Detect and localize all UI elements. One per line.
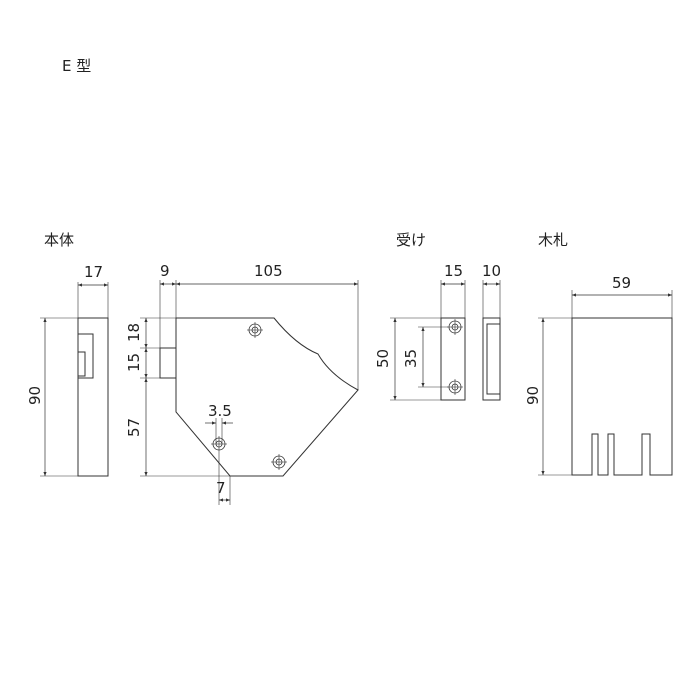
receiver-hole-top [447, 319, 463, 335]
receiver-front-view: 15 50 35 [374, 262, 466, 401]
type-label: E 型 [62, 57, 91, 75]
body-v1-dim: 18 [125, 323, 143, 342]
receiver-hole-pitch-dim: 35 [402, 349, 420, 368]
receiver-side-view: 10 [482, 262, 501, 401]
body-side-width-dim: 17 [84, 263, 103, 281]
body-title: 本体 [44, 231, 74, 249]
wood-plug-title: 木札 [538, 231, 568, 249]
wood-plug-width-dim: 59 [612, 274, 631, 292]
wood-plug-view: 59 90 [524, 274, 673, 476]
hole-top [247, 322, 263, 338]
body-front-width-dim: 105 [254, 262, 283, 280]
receiver-title: 受け [396, 231, 426, 249]
body-side-view: 17 90 [26, 263, 109, 477]
body-v2-dim: 15 [125, 353, 143, 372]
receiver-front-width-dim: 15 [444, 262, 463, 280]
receiver-hole-bottom [447, 379, 463, 395]
receiver-height-dim: 50 [374, 349, 392, 368]
receiver-side-width-dim: 10 [482, 262, 501, 280]
body-v3-dim: 57 [125, 418, 143, 437]
body-height-dim: 90 [26, 386, 44, 405]
hole-diameter-dim: 3.5 [208, 402, 232, 420]
wood-plug-height-dim: 90 [524, 386, 542, 405]
body-front-step-dim: 9 [160, 262, 170, 280]
body-front-view: 9 105 18 15 57 3.5 7 [125, 262, 359, 505]
hole-bottom [271, 454, 287, 470]
hole-offset-dim: 7 [216, 479, 226, 497]
